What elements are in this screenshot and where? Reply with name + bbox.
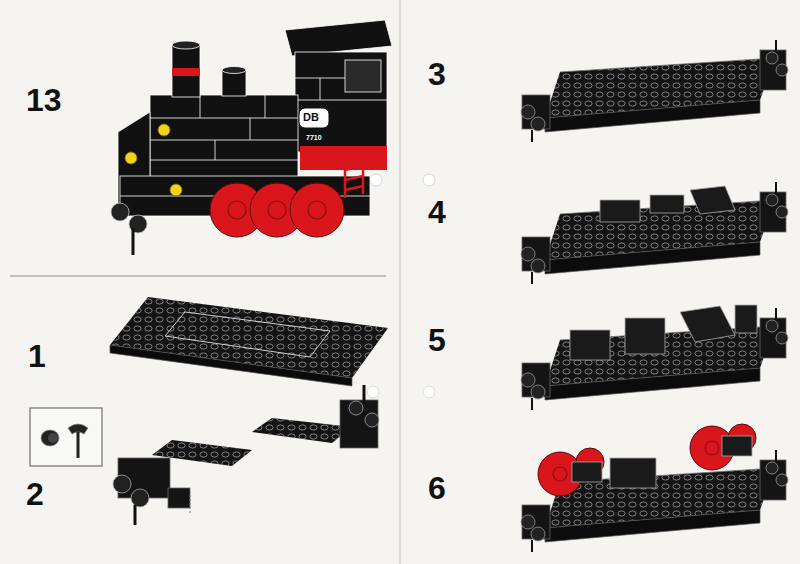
punch-holes	[367, 174, 435, 398]
chassis-step-6	[521, 424, 788, 552]
emblem-text: DB	[303, 112, 319, 123]
step-number: 2	[26, 478, 44, 510]
engine-number: 7710	[306, 134, 322, 141]
base-plate	[110, 297, 388, 386]
parts-inset	[30, 408, 102, 466]
step-number: 1	[28, 340, 46, 372]
step-number: 13	[26, 84, 62, 116]
locomotive	[111, 20, 392, 255]
step-2-parts	[113, 385, 379, 525]
step-number: 6	[428, 472, 446, 504]
chassis-step-3	[521, 40, 788, 142]
page-fold	[399, 0, 401, 564]
step-number: 4	[428, 196, 446, 228]
divider-line	[10, 276, 386, 277]
chassis-step-5	[521, 305, 788, 410]
step-number: 3	[428, 58, 446, 90]
step-number: 5	[428, 324, 446, 356]
chassis-step-4	[521, 182, 788, 284]
